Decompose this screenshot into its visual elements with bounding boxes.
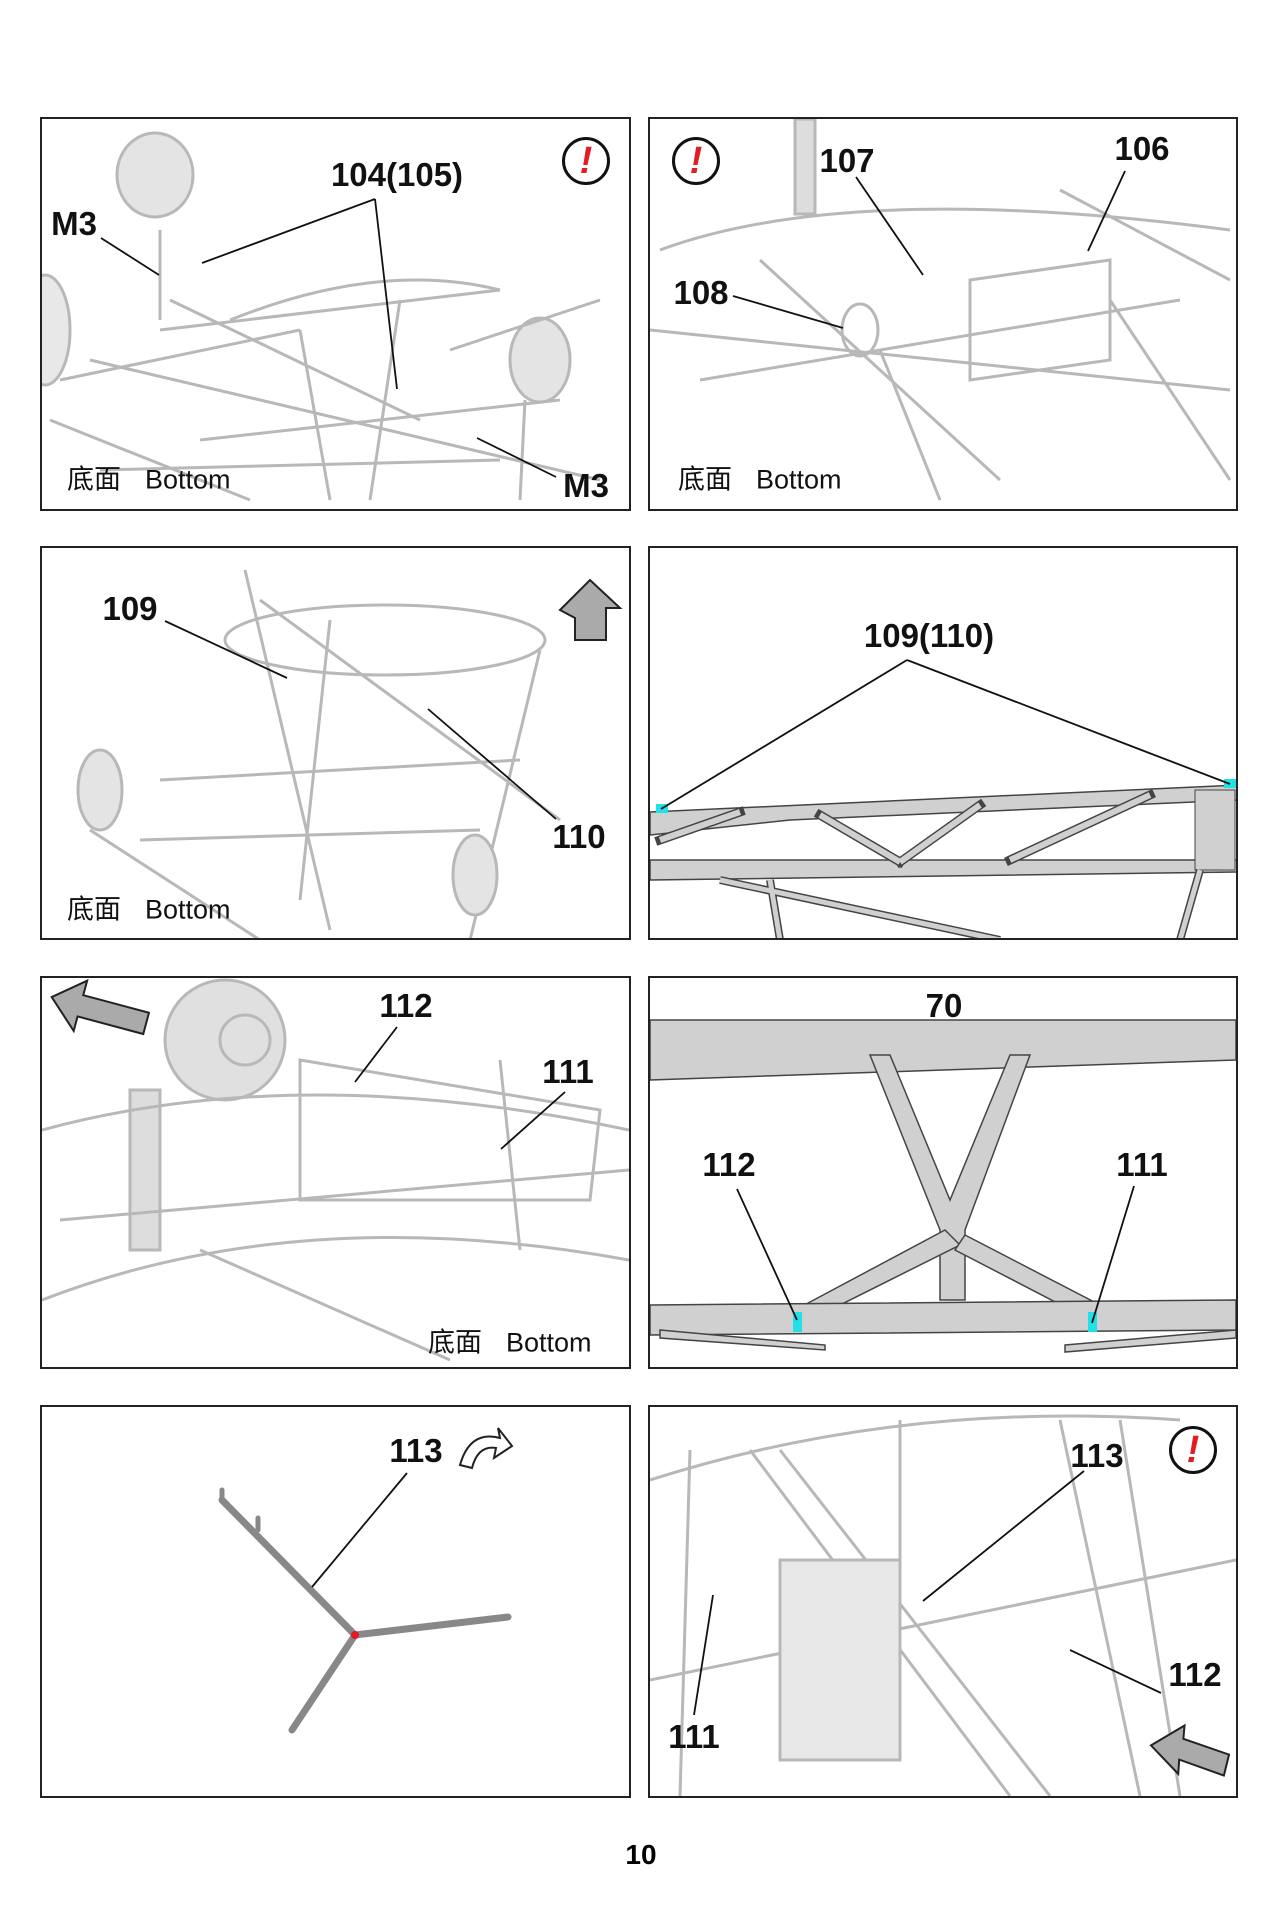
part-label: 106 [1114,130,1170,167]
frame-diagram-70 [650,1019,1236,1353]
caption-en: Bottom [145,464,231,495]
part-label: 112 [702,1146,756,1183]
part-label: 111 [1116,1146,1168,1183]
warning-icon: ! [672,137,720,185]
part-label: 109(110) [863,617,995,654]
page-number: 10 [625,1839,657,1870]
assembly-photo-8 [650,1414,1236,1796]
bottom-view-caption: 底面 Bottom [428,1321,616,1360]
direction-arrow-up-right-icon [558,578,623,641]
fuselage-photo-2 [650,119,1232,501]
caption-en: Bottom [756,464,842,495]
caption-cn: 底面 [67,464,121,495]
gear-photo-5 [42,978,629,1362]
part-113-y-frame [218,1487,512,1734]
fuselage-photo-3 [76,569,561,938]
caption-en: Bottom [145,894,231,925]
glue-point-marker [351,1631,359,1639]
rotate-icon [458,1427,514,1470]
part-label: 113 [389,1432,443,1469]
part-label: 111 [542,1053,594,1090]
caption-cn: 底面 [678,464,732,495]
part-label: 107 [819,142,875,179]
warning-icon: ! [1169,1426,1217,1474]
part-label: M3 [51,205,97,242]
bottom-view-caption: 底面 Bottom [678,458,866,497]
caption-cn: 底面 [67,894,121,925]
bottom-view-caption: 底面 Bottom [67,458,255,497]
part-label: 109 [102,590,158,627]
part-label: 112 [379,987,433,1024]
part-label: M3 [563,467,609,504]
part-label: 108 [673,274,729,311]
truss-diagram-109-110 [650,779,1236,938]
caption-en: Bottom [506,1327,592,1358]
step-panel-2 [648,117,1238,511]
part-label: 111 [668,1718,720,1755]
direction-arrow-up-left-icon [1149,1723,1231,1777]
part-label: 110 [552,818,606,855]
part-label: 112 [1168,1656,1222,1693]
part-label: 104(105) [330,156,464,193]
step-panel-8 [648,1405,1238,1798]
part-label: 113 [1070,1437,1124,1474]
caption-cn: 底面 [428,1327,482,1358]
part-label: 70 [925,987,963,1024]
landing-gear-photo-1 [42,131,601,502]
warning-icon: ! [562,137,610,185]
step-panel-3 [40,546,631,940]
bottom-view-caption: 底面 Bottom [67,888,255,927]
leader-lines [100,170,1231,1716]
direction-arrow-left-icon [50,978,151,1036]
step-panel-7 [40,1405,631,1798]
